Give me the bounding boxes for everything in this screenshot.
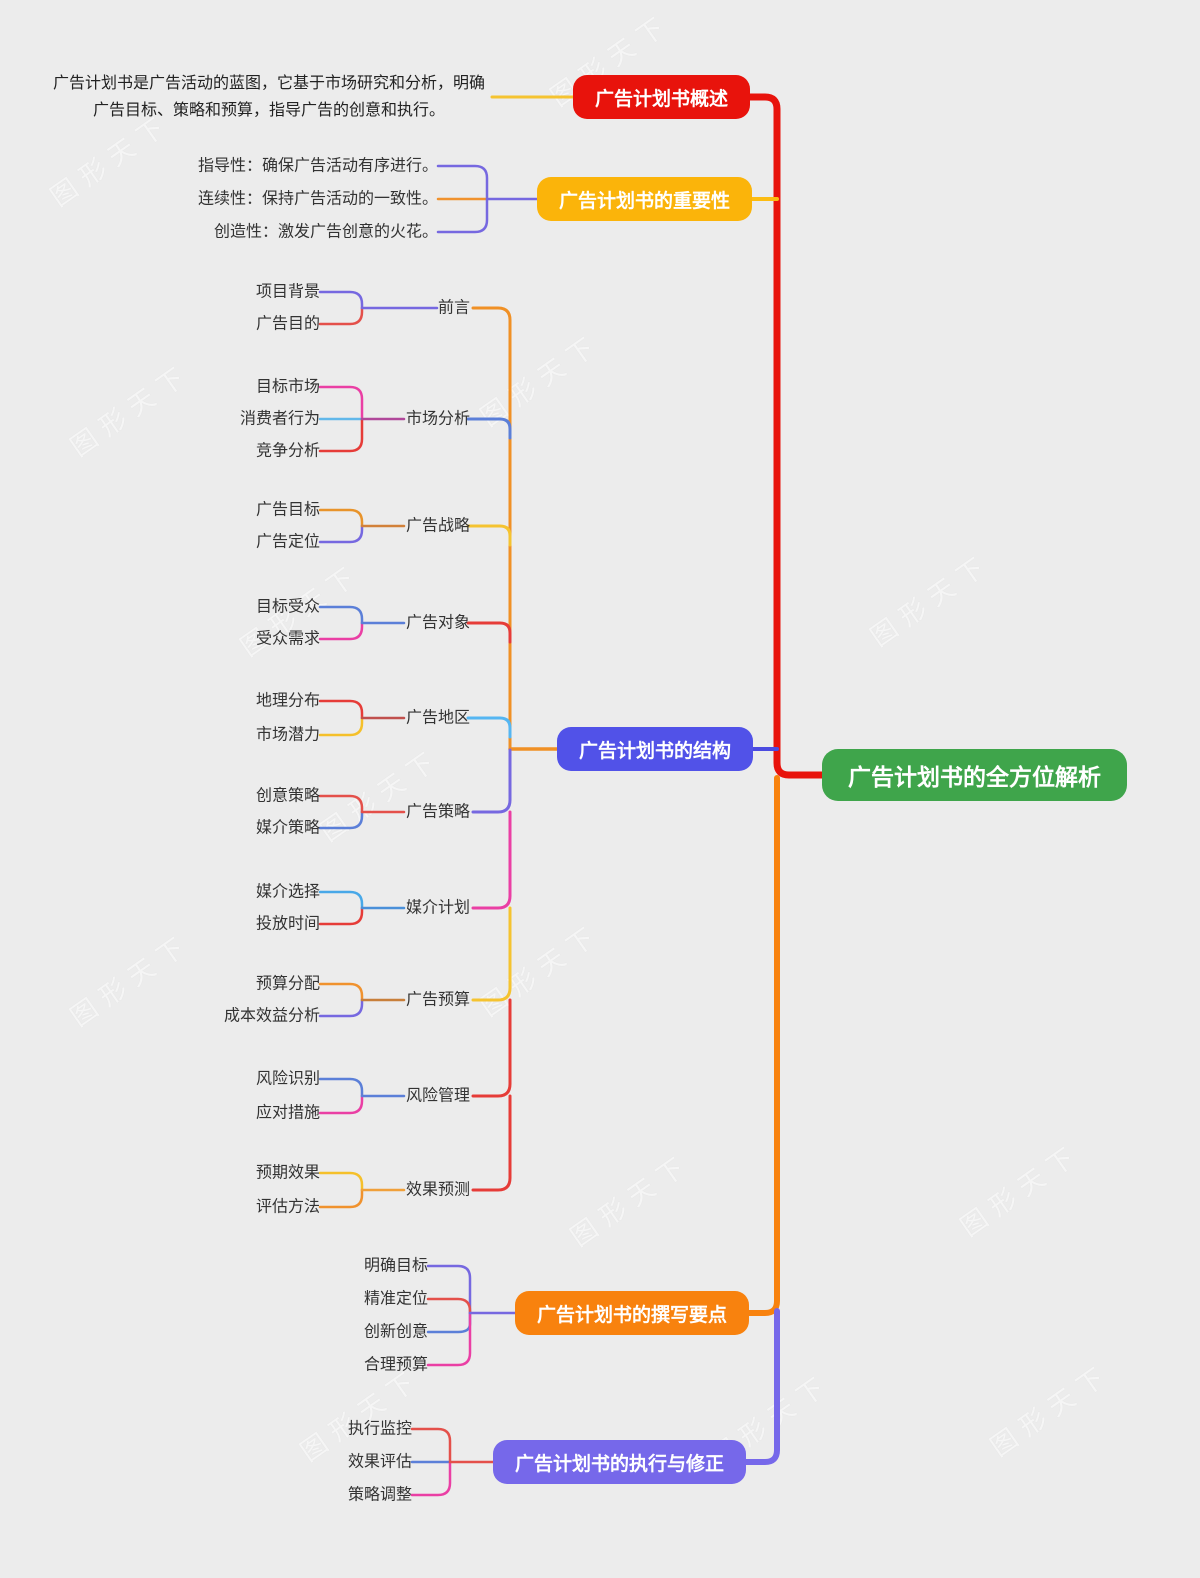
- importance-child[interactable]: 指导性：确保广告活动有序进行。: [197, 157, 438, 175]
- leaf-topic[interactable]: 媒介策略: [255, 819, 320, 837]
- leaf-topic[interactable]: 应对措施: [255, 1104, 320, 1122]
- leaf-topic[interactable]: 受众需求: [255, 630, 320, 648]
- section-topic[interactable]: 媒介计划: [405, 899, 470, 917]
- execution-child[interactable]: 策略调整: [347, 1486, 412, 1504]
- leaf-topic[interactable]: 预算分配: [255, 975, 320, 993]
- leaf-topic[interactable]: 目标受众: [255, 598, 320, 616]
- execution-child[interactable]: 执行监控: [347, 1420, 412, 1438]
- leaf-topic[interactable]: 成本效益分析: [223, 1007, 320, 1025]
- section-topic[interactable]: 效果预测: [405, 1181, 470, 1199]
- writing-child[interactable]: 精准定位: [363, 1290, 428, 1308]
- leaf-topic[interactable]: 预期效果: [255, 1164, 320, 1182]
- section-topic[interactable]: 广告策略: [405, 803, 470, 821]
- section-topic[interactable]: 广告预算: [405, 991, 470, 1009]
- leaf-topic[interactable]: 竞争分析: [255, 442, 320, 460]
- section-topic[interactable]: 广告战略: [405, 517, 470, 535]
- leaf-topic[interactable]: 地理分布: [255, 692, 320, 710]
- leaf-topic[interactable]: 项目背景: [255, 283, 320, 301]
- branch-node-execution[interactable]: 广告计划书的执行与修正: [493, 1440, 747, 1484]
- execution-child[interactable]: 效果评估: [347, 1453, 412, 1471]
- leaf-topic[interactable]: 风险识别: [255, 1070, 320, 1088]
- branch-node-structure[interactable]: 广告计划书的结构: [557, 727, 754, 771]
- leaf-topic[interactable]: 市场潜力: [255, 726, 320, 744]
- writing-child[interactable]: 创新创意: [363, 1323, 428, 1341]
- leaf-topic[interactable]: 评估方法: [255, 1198, 320, 1216]
- importance-child[interactable]: 创造性：激发广告创意的火花。: [213, 223, 438, 241]
- section-topic[interactable]: 市场分析: [405, 410, 470, 428]
- leaf-topic[interactable]: 投放时间: [255, 915, 320, 933]
- writing-child[interactable]: 合理预算: [363, 1356, 428, 1374]
- branch-node-importance[interactable]: 广告计划书的重要性: [537, 177, 753, 221]
- root-node[interactable]: 广告计划书的全方位解析: [822, 749, 1127, 801]
- leaf-topic[interactable]: 媒介选择: [255, 883, 320, 901]
- writing-child[interactable]: 明确目标: [363, 1257, 428, 1275]
- section-topic[interactable]: 前言: [437, 299, 470, 317]
- leaf-topic[interactable]: 广告定位: [255, 533, 320, 551]
- section-topic[interactable]: 风险管理: [405, 1087, 470, 1105]
- branch-node-overview[interactable]: 广告计划书概述: [573, 75, 751, 119]
- branch-node-writing[interactable]: 广告计划书的撰写要点: [515, 1291, 750, 1335]
- importance-child[interactable]: 连续性：保持广告活动的一致性。: [197, 190, 438, 208]
- leaf-topic[interactable]: 广告目的: [255, 315, 320, 333]
- overview-note[interactable]: 广告计划书是广告活动的蓝图，它基于市场研究和分析，明确广告目标、策略和预算，指导…: [52, 75, 485, 119]
- leaf-topic[interactable]: 创意策略: [255, 787, 320, 805]
- section-topic[interactable]: 广告对象: [405, 614, 470, 632]
- section-topic[interactable]: 广告地区: [405, 709, 470, 727]
- leaf-topic[interactable]: 广告目标: [255, 501, 320, 519]
- leaf-topic[interactable]: 消费者行为: [239, 410, 320, 428]
- leaf-topic[interactable]: 目标市场: [255, 378, 320, 396]
